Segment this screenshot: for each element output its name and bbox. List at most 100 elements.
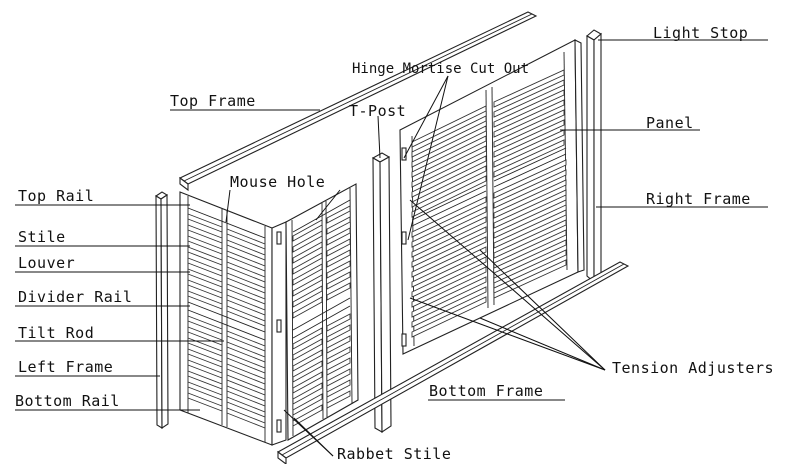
louver-slat	[326, 379, 351, 398]
louver-slat	[292, 338, 323, 361]
label-bottom-rail: Bottom Rail	[15, 392, 120, 410]
louver-slat	[411, 266, 487, 308]
louver-slat	[493, 179, 567, 219]
louver-slat	[411, 226, 487, 268]
louver-slat	[292, 393, 323, 416]
louver-slat	[411, 216, 487, 258]
louver-slat	[226, 330, 266, 352]
louver-slat	[226, 228, 266, 250]
louver-slat	[226, 294, 266, 316]
label-left-frame: Left Frame	[18, 358, 113, 376]
louver-slat	[411, 236, 487, 278]
louver-slat	[292, 274, 323, 297]
louver-slat	[326, 271, 351, 290]
louver-slat	[493, 159, 567, 199]
louver-slat	[411, 135, 487, 178]
louver-slat	[411, 286, 487, 328]
label-mouse-hole: Mouse Hole	[230, 173, 325, 191]
louver-slat	[411, 125, 487, 168]
louver-slat	[292, 241, 323, 264]
louver-slat	[226, 261, 266, 283]
louver-slat	[326, 335, 351, 354]
louver-slat	[326, 260, 351, 279]
bottom-frame-part	[276, 261, 630, 464]
louver-slat	[292, 382, 323, 405]
louver-slat	[292, 230, 323, 253]
louver-slat	[411, 175, 487, 218]
louver-slat	[326, 346, 351, 365]
louver-slat	[493, 169, 567, 209]
louver-slat	[187, 348, 223, 368]
louver-slat	[187, 359, 223, 379]
louver-slat	[326, 357, 351, 376]
louver-slat	[493, 99, 565, 138]
louver-slat	[411, 145, 487, 188]
louver-slat	[493, 69, 565, 108]
louver-slat	[292, 285, 323, 308]
louver-slat	[411, 256, 487, 298]
louver-slat	[326, 249, 351, 268]
louver-slat	[493, 209, 567, 249]
label-top-rail: Top Rail	[18, 187, 94, 205]
louver-slat	[493, 189, 567, 229]
louver-slat	[326, 282, 351, 301]
louver-slat	[326, 313, 351, 332]
left-frame-part	[154, 191, 169, 430]
louver-slat	[292, 349, 323, 372]
label-rabbet-stile: Rabbet Stile	[337, 445, 451, 463]
louver-slat	[226, 374, 266, 396]
louver-slat	[493, 239, 567, 279]
label-divider-rail: Divider Rail	[18, 288, 132, 306]
louver-slat	[226, 363, 266, 385]
label-right-frame: Right Frame	[646, 190, 751, 208]
louver-slat	[326, 227, 351, 246]
louver-slat	[292, 371, 323, 394]
hinge-marks	[276, 147, 407, 433]
louver-slat	[292, 327, 323, 350]
louver-slat	[187, 279, 223, 299]
louver-slat	[226, 396, 266, 418]
louver-slat	[493, 89, 565, 128]
louver-slat	[226, 407, 266, 429]
louver-slat	[326, 390, 351, 409]
label-bottom-frame: Bottom Frame	[429, 382, 543, 400]
louver-slat	[292, 296, 323, 319]
louver-slat	[326, 368, 351, 387]
left-panel-louvers	[187, 205, 351, 429]
louver-slat	[226, 239, 266, 261]
louver-slat	[226, 352, 266, 374]
louver-slat	[493, 79, 565, 118]
louver-slat	[292, 252, 323, 275]
louver-slat	[326, 216, 351, 235]
top-frame-part	[178, 11, 538, 192]
louver-slat	[292, 360, 323, 383]
louver-slat	[411, 246, 487, 288]
louver-slat	[226, 305, 266, 327]
louver-slat	[411, 155, 487, 198]
label-tension-adjusters: Tension Adjusters	[612, 359, 774, 377]
louver-slat	[226, 385, 266, 407]
louver-slat	[187, 257, 223, 277]
louver-slat	[187, 235, 223, 255]
light-stop-part	[586, 29, 602, 284]
label-light-stop: Light Stop	[653, 24, 748, 42]
louver-slat	[411, 196, 487, 238]
louver-slat	[493, 109, 565, 148]
label-top-frame: Top Frame	[170, 92, 256, 110]
louver-slat	[187, 224, 223, 244]
louver-slat	[226, 272, 266, 294]
louver-slat	[493, 249, 567, 289]
louver-slat	[187, 290, 223, 310]
louver-slat	[226, 283, 266, 305]
louver-slat	[411, 105, 487, 148]
louver-slat	[292, 404, 323, 427]
louver-slat	[187, 246, 223, 266]
louver-slat	[493, 219, 567, 259]
label-stile: Stile	[18, 228, 66, 246]
t-post-part	[371, 152, 392, 434]
label-t-post: T-Post	[349, 102, 406, 120]
louver-slat	[187, 370, 223, 390]
louver-slat	[226, 250, 266, 272]
louver-slat	[411, 165, 487, 208]
